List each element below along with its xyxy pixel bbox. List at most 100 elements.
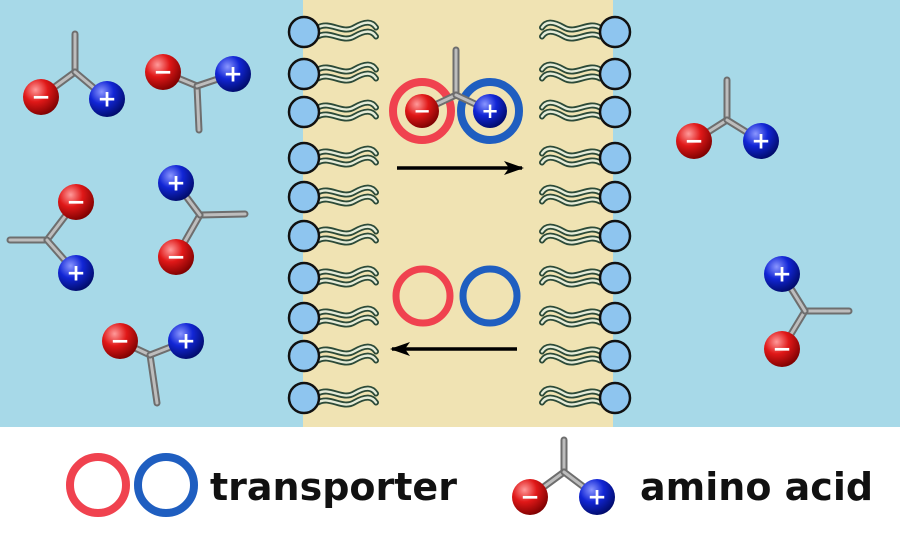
lipid-head bbox=[287, 339, 321, 373]
lipid-molecule bbox=[539, 219, 632, 253]
svg-text:−: − bbox=[413, 99, 431, 123]
lipid-head bbox=[287, 15, 321, 49]
lipid-head bbox=[598, 180, 632, 214]
lipid-molecule bbox=[287, 219, 379, 253]
svg-text:+: + bbox=[176, 329, 195, 355]
lipid-head bbox=[598, 381, 632, 415]
svg-text:+: + bbox=[481, 99, 499, 123]
legend-amino-acid-label: amino acid bbox=[640, 465, 874, 509]
svg-text:+: + bbox=[772, 262, 791, 288]
legend-ring-red bbox=[66, 453, 130, 517]
svg-text:+: + bbox=[587, 485, 606, 511]
lipid-head bbox=[598, 141, 632, 175]
lipid-head bbox=[598, 95, 632, 129]
amino-acid: −+ bbox=[145, 54, 251, 134]
amino-acid: −+ bbox=[6, 184, 94, 291]
transporter-empty bbox=[392, 265, 521, 327]
amino-acid: −+ bbox=[512, 436, 615, 515]
transporter-ring-blue bbox=[459, 265, 521, 327]
lipid-head bbox=[287, 219, 321, 253]
lipid-head bbox=[598, 261, 632, 295]
lipid-head bbox=[598, 15, 632, 49]
lipid-head bbox=[287, 180, 321, 214]
amino-acid: −+ bbox=[102, 323, 204, 407]
svg-text:+: + bbox=[97, 87, 116, 113]
svg-text:−: − bbox=[684, 129, 703, 155]
amino-acid: −+ bbox=[23, 30, 125, 117]
lipid-head bbox=[598, 301, 632, 335]
negative-charge-icon: − bbox=[405, 94, 439, 128]
svg-text:+: + bbox=[751, 129, 770, 155]
lipid-head bbox=[287, 57, 321, 91]
lipid-head bbox=[287, 301, 321, 335]
positive-charge-icon: + bbox=[473, 94, 507, 128]
negative-charge-icon: − bbox=[23, 79, 59, 115]
positive-charge-icon: + bbox=[158, 165, 194, 201]
lipid-molecule bbox=[539, 301, 632, 335]
transporter-ring-blue bbox=[457, 78, 523, 144]
amino-acid: −+ bbox=[764, 256, 853, 367]
lipid-head bbox=[287, 95, 321, 129]
svg-text:−: − bbox=[772, 337, 791, 363]
lipid-molecule bbox=[539, 15, 632, 49]
lipid-molecule bbox=[539, 261, 632, 295]
amino-acid: −+ bbox=[676, 76, 779, 159]
svg-text:−: − bbox=[66, 190, 85, 216]
svg-text:−: − bbox=[31, 85, 50, 111]
lipid-head bbox=[598, 57, 632, 91]
lipid-head bbox=[287, 381, 321, 415]
transporter-loaded: −+ bbox=[389, 46, 523, 144]
positive-charge-icon: + bbox=[579, 479, 615, 515]
lipid-molecule bbox=[539, 57, 632, 91]
lipid-layer-right bbox=[539, 15, 632, 415]
positive-charge-icon: + bbox=[764, 256, 800, 292]
negative-charge-icon: − bbox=[58, 184, 94, 220]
svg-text:−: − bbox=[520, 485, 539, 511]
positive-charge-icon: + bbox=[168, 323, 204, 359]
lipid-molecule bbox=[539, 141, 632, 175]
legend-transporter-icon bbox=[66, 453, 198, 517]
positive-charge-icon: + bbox=[215, 56, 251, 92]
transporter-ring-red bbox=[392, 265, 454, 327]
lipid-head bbox=[598, 219, 632, 253]
legend-amino-acid-icon: −+ bbox=[512, 436, 615, 515]
positive-charge-icon: + bbox=[743, 123, 779, 159]
lipid-layer-left bbox=[287, 15, 379, 415]
lipid-molecule bbox=[539, 381, 632, 415]
negative-charge-icon: − bbox=[512, 479, 548, 515]
lipid-head bbox=[287, 141, 321, 175]
svg-text:−: − bbox=[153, 60, 172, 86]
intracellular-water-right bbox=[613, 0, 900, 427]
negative-charge-icon: − bbox=[145, 54, 181, 90]
negative-charge-icon: − bbox=[764, 331, 800, 367]
svg-text:−: − bbox=[110, 329, 129, 355]
negative-charge-icon: − bbox=[102, 323, 138, 359]
lipid-molecule bbox=[287, 141, 379, 175]
positive-charge-icon: + bbox=[58, 255, 94, 291]
svg-text:+: + bbox=[66, 261, 85, 287]
lipid-molecule bbox=[287, 301, 379, 335]
amino-acid-molecules: −+−+−+−+−+−+−+ bbox=[6, 30, 853, 407]
lipid-head bbox=[287, 261, 321, 295]
amino-acid: −+ bbox=[405, 46, 507, 128]
lipid-molecule bbox=[287, 381, 379, 415]
amino-acid: −+ bbox=[158, 165, 249, 275]
lipid-molecule bbox=[539, 339, 632, 373]
lipid-head bbox=[598, 339, 632, 373]
positive-charge-icon: + bbox=[89, 81, 125, 117]
transporter-ring-red bbox=[389, 78, 455, 144]
lipid-molecule bbox=[287, 180, 379, 214]
negative-charge-icon: − bbox=[158, 239, 194, 275]
lipid-molecule bbox=[287, 261, 379, 295]
legend-transporter-label: transporter bbox=[210, 465, 457, 509]
lipid-molecule bbox=[287, 15, 379, 49]
lipid-molecule bbox=[539, 95, 632, 129]
negative-charge-icon: − bbox=[676, 123, 712, 159]
svg-text:+: + bbox=[223, 62, 242, 88]
lipid-molecule bbox=[287, 95, 379, 129]
lipid-molecule bbox=[287, 57, 379, 91]
svg-text:+: + bbox=[166, 171, 185, 197]
legend-ring-blue bbox=[134, 453, 198, 517]
